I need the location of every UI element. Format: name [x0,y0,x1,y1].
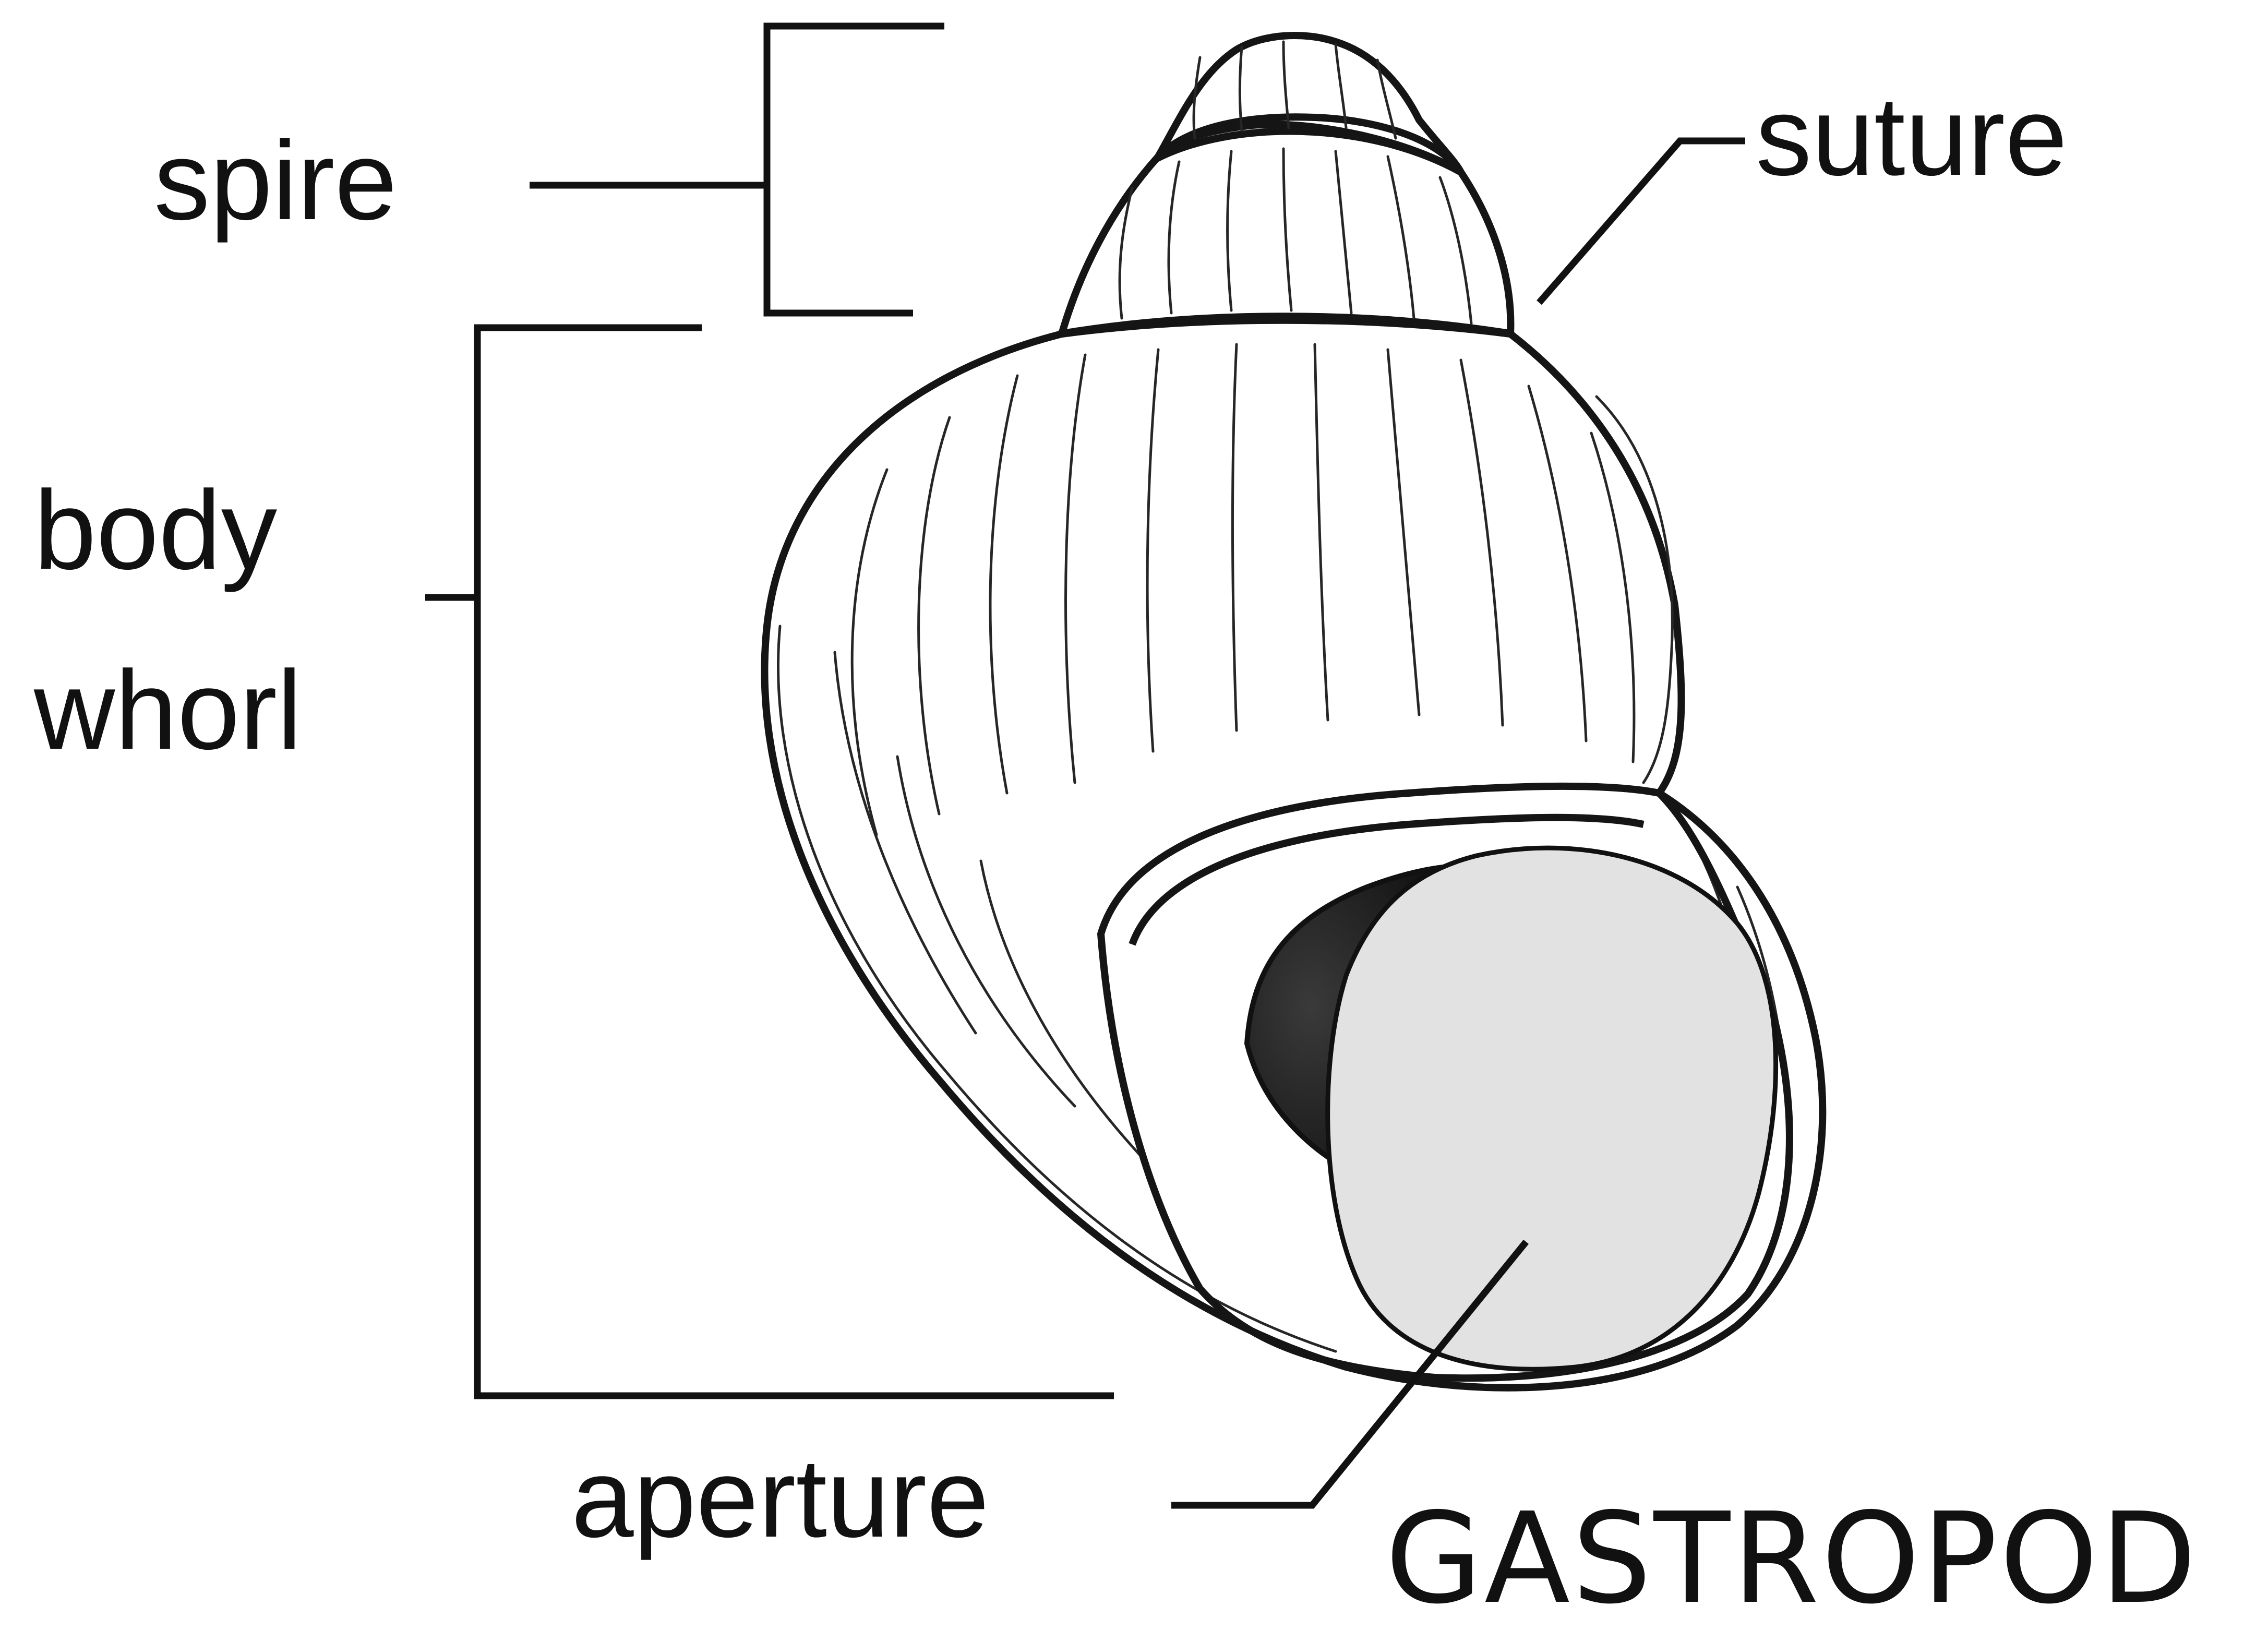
body-whorl-label-line2: whorl [33,647,302,773]
suture-label: suture [1756,73,2068,199]
spire-bracket [530,26,944,313]
suture-leader-line [1539,141,1745,303]
shell-illustration [764,35,1822,1388]
body-whorl-bracket [425,328,1114,1396]
left-edge-shading [778,626,1336,1351]
figure-title: GASTROPOD [1385,1485,2199,1630]
spire-label: spire [154,117,397,243]
operculum-disc [1328,848,1776,1369]
body-whorl-label-line1: body [34,467,278,593]
aperture-label: aperture [571,1435,989,1561]
main-suture-line [1059,316,1513,334]
